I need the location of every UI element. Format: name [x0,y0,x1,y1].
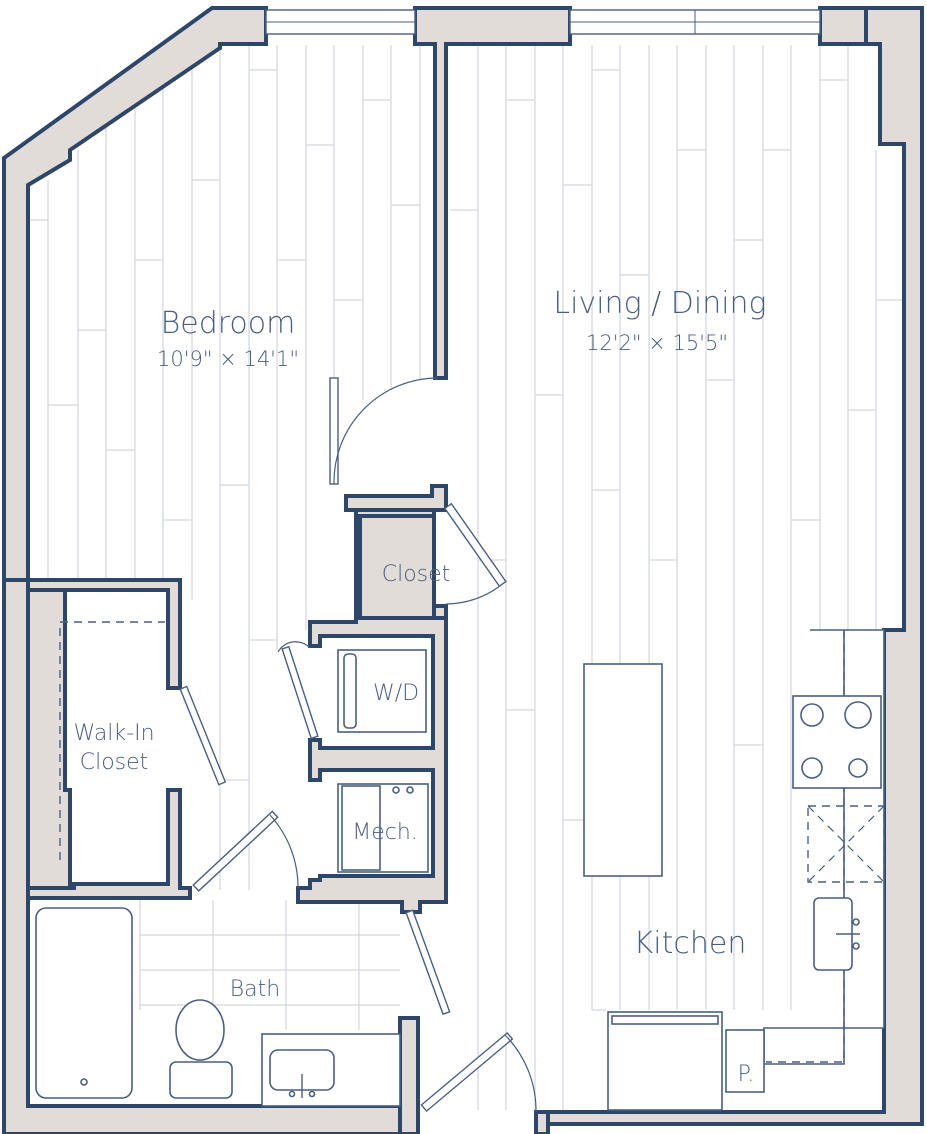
door-walkin [179,685,227,786]
faucet-icon-2 [852,942,860,950]
bath-faucet-icon [288,1090,296,1098]
bathtub [35,907,133,1099]
drain-icon [80,1078,88,1086]
pantry-label: P. [738,1062,755,1087]
valve-icon [392,786,400,794]
walkin-label-2: Closet [80,750,149,775]
fridge-door [611,1015,719,1025]
living-dims: 12'2" × 15'5" [586,331,728,355]
windows [265,9,821,35]
kitchen-label: Kitchen [634,926,747,961]
counter-edge [766,630,845,1063]
closet-label: Closet [382,562,451,587]
walkin-label-1: Walk-In [73,721,154,746]
door-wd [281,645,319,740]
door-bedroom [329,377,339,485]
door-hall [405,909,451,1016]
pantry [725,1029,765,1093]
faucet-icon [852,918,860,926]
burner-icon-2 [844,701,872,729]
washer-door-icon [343,653,357,729]
living-label: Living / Dining [553,286,766,321]
tile-floor-bath [139,900,400,1030]
toilet-tank [169,1061,233,1099]
water-heater-icon [341,785,381,871]
door-closet [443,502,507,588]
closet-shelf [59,621,165,860]
room-labels: Bedroom 10'9" × 14'1" Living / Dining 12… [73,286,766,1087]
valve-icon-2 [406,786,414,794]
door-bath [192,810,279,892]
dishwasher [807,805,885,883]
kitchen-counter [763,629,885,1065]
refrigerator [607,1011,723,1111]
doors [179,377,537,1113]
mech-label: Mech. [352,820,418,845]
toilet [175,999,225,1061]
wood-floor-bedroom [30,45,421,890]
burner-icon-3 [801,757,823,779]
wood-floor-living [450,45,904,1110]
door-entry [420,1031,514,1113]
burner-icon [800,703,824,727]
walls [2,6,924,1134]
fixtures [35,621,885,1111]
bedroom-label: Bedroom [161,306,296,341]
burner-icon-4 [848,758,868,778]
bath-label: Bath [230,977,280,1002]
kitchen-island [583,663,663,877]
bath-faucet-icon-2 [308,1090,316,1098]
wd-label: W/D [373,681,419,706]
bedroom-dims: 10'9" × 14'1" [157,347,299,371]
